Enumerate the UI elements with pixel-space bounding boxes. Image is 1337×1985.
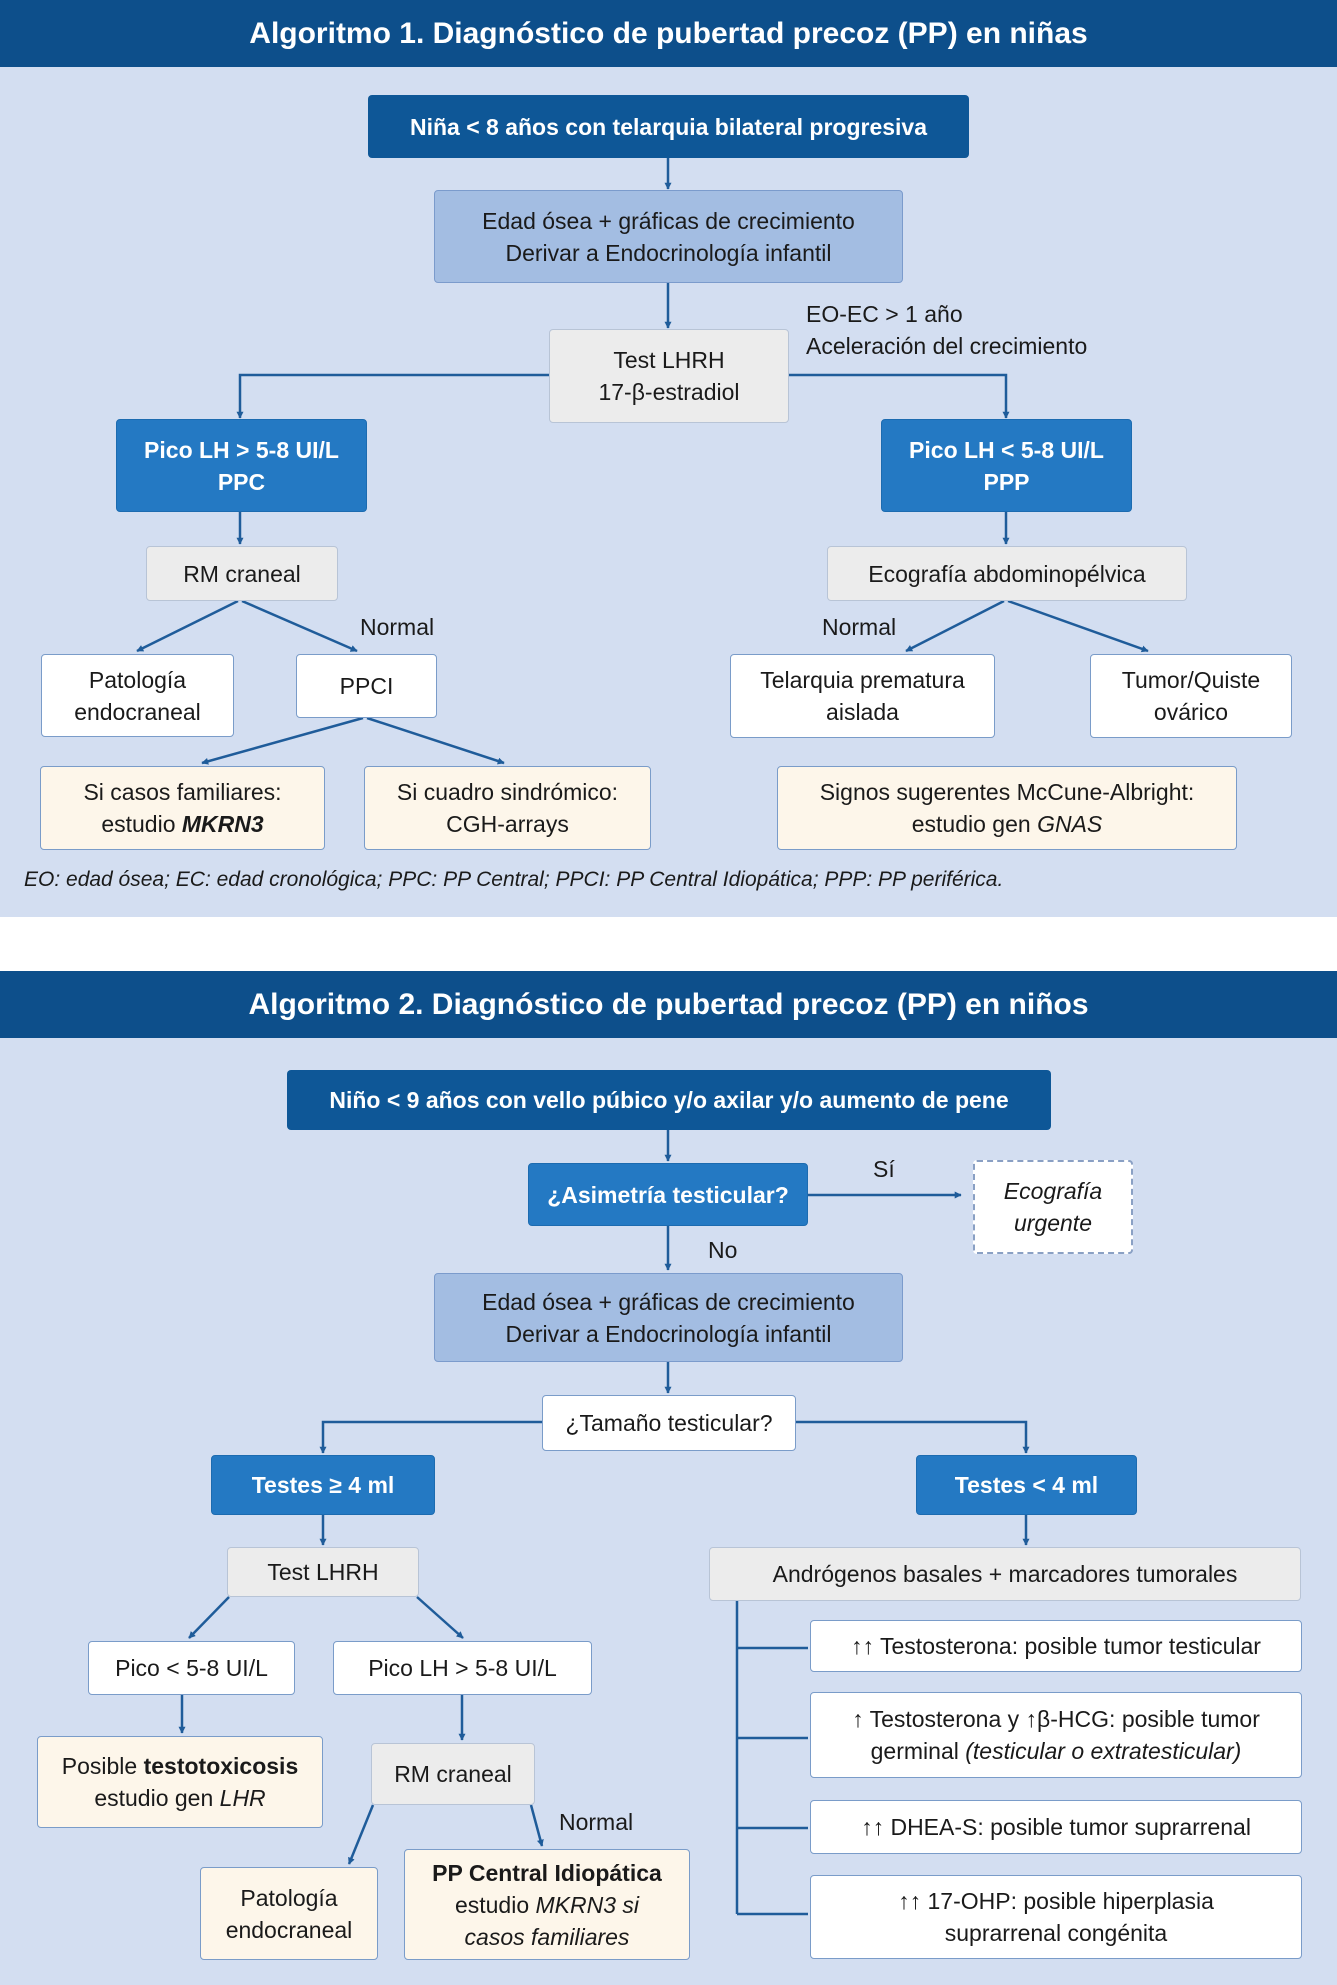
side-note-eo-ec: EO-EC > 1 año	[806, 301, 963, 327]
connector	[241, 599, 358, 653]
test-lhrh-box-2: Test LHRH	[227, 1547, 419, 1597]
connector	[347, 1804, 375, 1865]
start-girl: Niña < 8 años con telarquia bilateral pr…	[368, 95, 969, 158]
asimetria-box: ¿Asimetría testicular?	[528, 1163, 808, 1226]
ecografia-urgente-box: Ecografía urgente	[973, 1160, 1133, 1254]
start-boy: Niño < 9 años con vello púbico y/o axila…	[287, 1070, 1051, 1130]
connector	[529, 1804, 544, 1847]
syndromic-box: Si cuadro sindrómico: CGH-arrays	[364, 766, 651, 850]
testes-ge-4ml-box: Testes ≥ 4 ml	[211, 1455, 435, 1515]
bone-age-step: Edad ósea + gráficas de crecimiento Deri…	[434, 190, 903, 283]
connector	[201, 716, 364, 765]
pico-lh-gt-box: Pico LH > 5-8 UI/L	[333, 1641, 592, 1695]
connector	[319, 1420, 542, 1454]
patologia-endocraneal-box: Patología endocraneal	[41, 654, 234, 737]
connector	[236, 373, 549, 419]
connector	[788, 373, 1010, 419]
ppci-box-2: PP Central Idiopática estudio MKRN3 si c…	[404, 1849, 690, 1960]
mccune-albright-box: Signos sugerentes McCune-Albright: estud…	[777, 766, 1237, 850]
normal-label-2: Normal	[559, 1809, 634, 1835]
ppci-box: PPCI	[296, 654, 437, 718]
connector	[188, 1596, 230, 1639]
connector	[366, 716, 505, 765]
connector	[796, 1420, 1030, 1454]
androgenos-box: Andrógenos basales + marcadores tumorale…	[709, 1547, 1301, 1601]
testotoxicosis-box: Posible testotoxicosis estudio gen LHR	[37, 1736, 323, 1828]
rm-craneal-box: RM craneal	[146, 546, 338, 601]
algorithm-1-footnote: EO: edad ósea; EC: edad cronológica; PPC…	[24, 868, 1004, 891]
pico-lh-low-ppp: Pico LH < 5-8 UI/L PPP	[881, 419, 1132, 512]
normal-label-left: Normal	[360, 614, 435, 640]
connector	[905, 599, 1005, 653]
patologia-endocraneal-box-2: Patología endocraneal	[200, 1867, 378, 1960]
bone-age-step-2: Edad ósea + gráficas de crecimiento Deri…	[434, 1273, 903, 1362]
testes-lt-4ml-box: Testes < 4 ml	[916, 1455, 1137, 1515]
rm-craneal-box-2: RM craneal	[371, 1743, 535, 1805]
si-label: Sí	[873, 1156, 895, 1182]
no-label: No	[708, 1237, 738, 1263]
connector	[416, 1596, 464, 1639]
result-testosterona-box: ↑↑ Testosterona: posible tumor testicula…	[810, 1620, 1302, 1672]
familiar-cases-box: Si casos familiares: estudio MKRN3	[40, 766, 325, 850]
pico-lt-box: Pico < 5-8 UI/L	[88, 1641, 295, 1695]
result-17ohp-box: ↑↑ 17-OHP: posible hiperplasia suprarren…	[810, 1875, 1302, 1959]
tamano-testicular-box: ¿Tamaño testicular?	[542, 1395, 796, 1451]
tumor-ovarico-box: Tumor/Quiste ovárico	[1090, 654, 1292, 738]
side-note-growth: Aceleración del crecimiento	[806, 333, 1088, 359]
test-lhrh-box: Test LHRH 17-β-estradiol	[549, 329, 789, 423]
algorithm-1-title: Algoritmo 1. Diagnóstico de pubertad pre…	[0, 0, 1337, 67]
telarquia-box: Telarquia prematura aislada	[730, 654, 995, 738]
connector	[1007, 599, 1149, 653]
eco-abdominopelvica-box: Ecografía abdominopélvica	[827, 546, 1187, 601]
result-dheas-box: ↑↑ DHEA-S: posible tumor suprarrenal	[810, 1800, 1302, 1854]
pico-lh-high-ppc: Pico LH > 5-8 UI/L PPC	[116, 419, 367, 512]
algorithm-2-title: Algoritmo 2. Diagnóstico de pubertad pre…	[0, 971, 1337, 1038]
connector	[136, 599, 239, 653]
normal-label-right: Normal	[822, 614, 897, 640]
result-hcg-box: ↑ Testosterona y ↑β-HCG: posible tumor g…	[810, 1692, 1302, 1778]
